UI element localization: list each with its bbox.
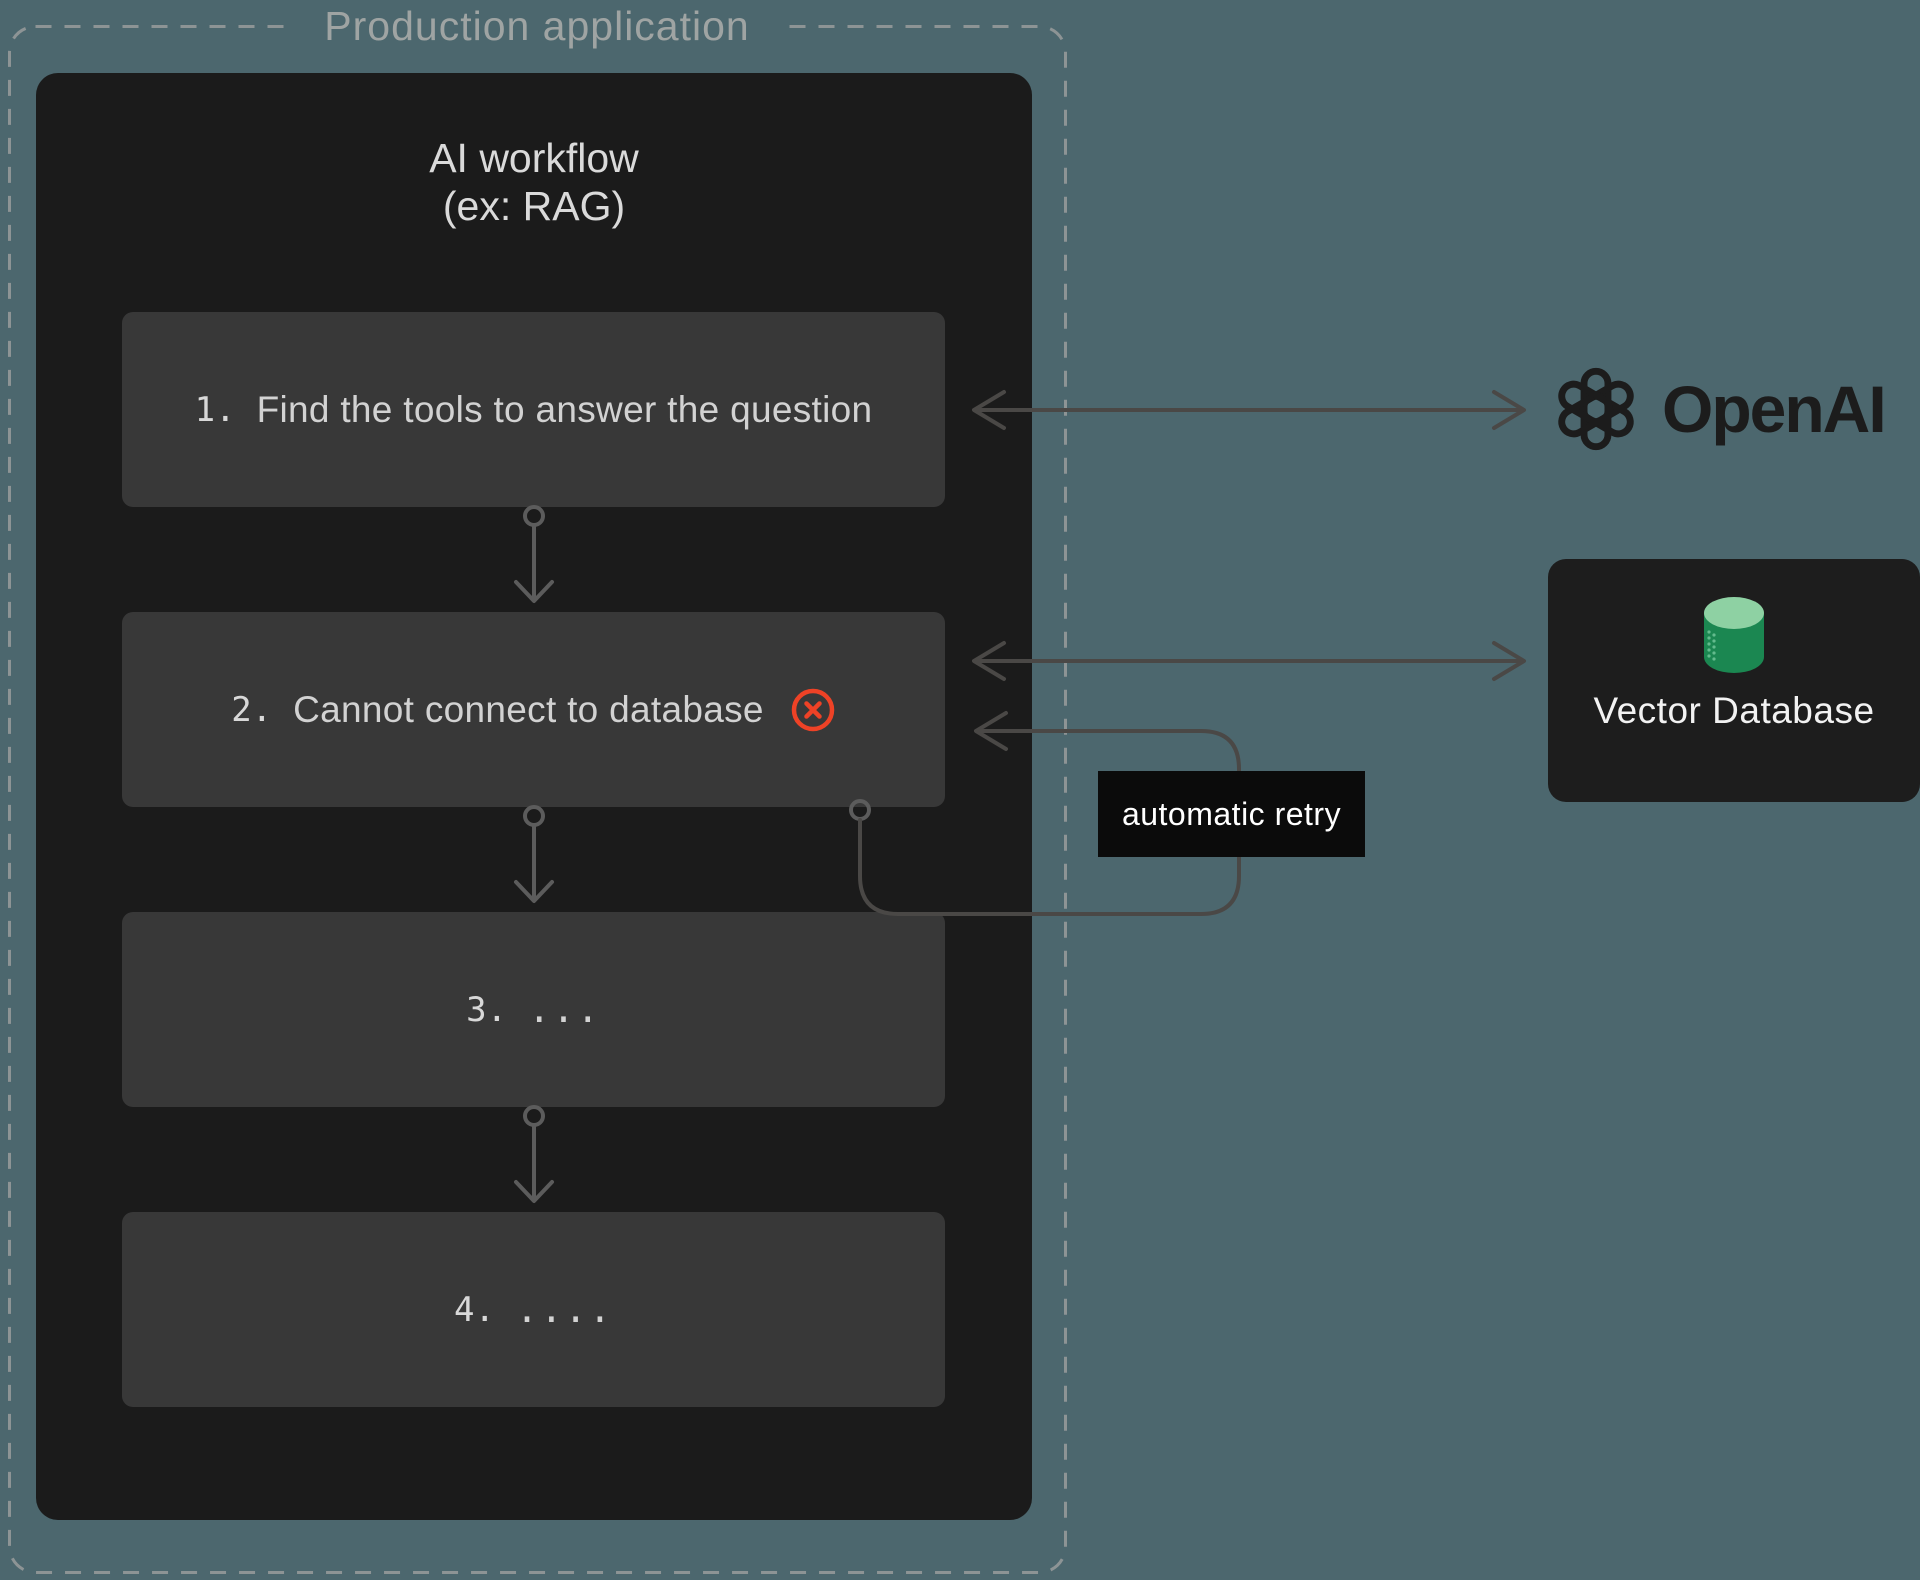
openai-wordmark: OpenAI (1662, 372, 1887, 446)
database-cylinder-icon (1704, 597, 1764, 673)
workflow-step-4: 4. .... (122, 1212, 945, 1407)
step-2-number: 2. (231, 689, 273, 730)
production-application-title: Production application (8, 0, 1066, 52)
error-icon (790, 687, 836, 733)
workflow-step-2: 2. Cannot connect to database (122, 612, 945, 807)
vector-database-label: Vector Database (1593, 690, 1875, 731)
workflow-step-3: 3. ... (122, 912, 945, 1107)
ai-workflow-title-line2: (ex: RAG) (442, 183, 626, 229)
step-2-label: Cannot connect to database (293, 688, 764, 730)
production-application-title-text: Production application (294, 0, 780, 52)
openai-service: OpenAI (1550, 363, 1887, 455)
ai-workflow-title: AI workflow (ex: RAG) (36, 134, 1032, 230)
workflow-step-1: 1. Find the tools to answer the question (122, 312, 945, 507)
automatic-retry-text: automatic retry (1121, 795, 1342, 832)
step-1-number: 1. (194, 389, 236, 430)
vector-database-card: Vector Database (1548, 559, 1920, 802)
step-3-number: 3. (466, 989, 508, 1030)
step-4-number: 4. (453, 1289, 495, 1330)
step-1-label: Find the tools to answer the question (256, 388, 873, 430)
openai-logo-icon (1558, 367, 1634, 451)
step-3-label: ... (528, 988, 601, 1031)
ai-workflow-title-line1: AI workflow (429, 135, 639, 181)
automatic-retry-label: automatic retry (1098, 771, 1365, 857)
step-4-label: .... (515, 1288, 614, 1331)
